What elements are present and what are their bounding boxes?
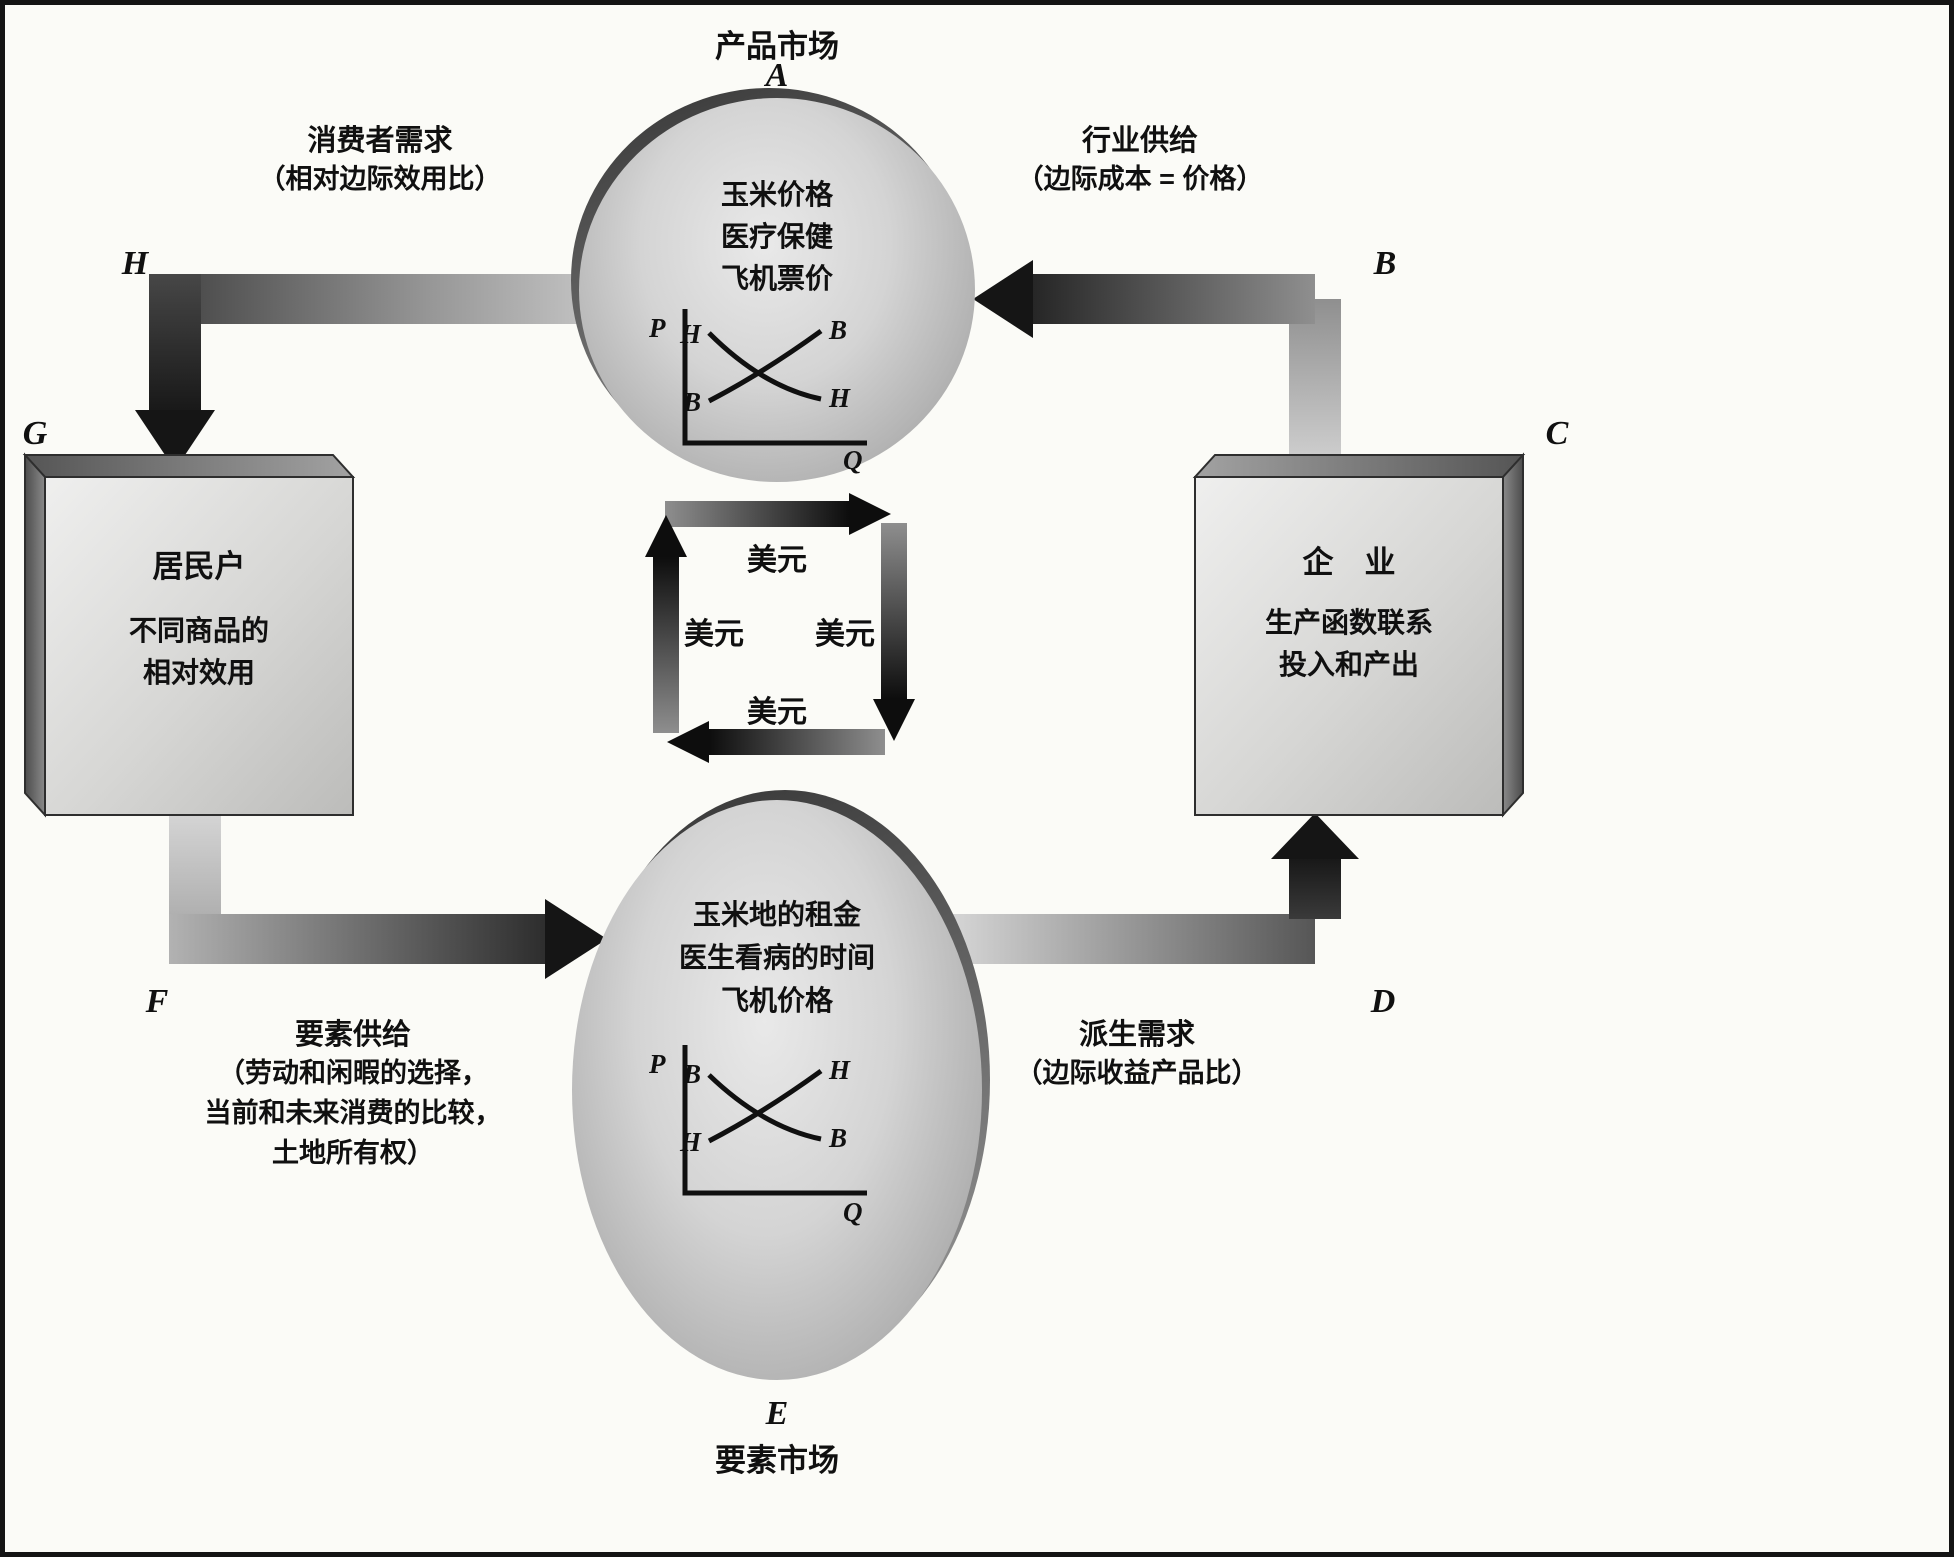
- arrowhead-right-icon: [849, 493, 891, 535]
- curve-label: H: [828, 383, 851, 413]
- money-label-top: 美元: [747, 544, 807, 577]
- arrow-industry-supply: [973, 260, 1341, 485]
- money-label-bottom: 美元: [747, 696, 807, 729]
- firms-box: [1192, 452, 1526, 818]
- arrow-factor-supply: [169, 805, 607, 979]
- curve-label: B: [828, 315, 847, 345]
- box-front-face: [44, 476, 354, 816]
- quantity-axis-label: Q: [843, 1197, 863, 1227]
- arrow-shaft: [169, 914, 549, 964]
- graph-axes: [682, 1045, 867, 1196]
- arrowhead-up-icon: [1271, 813, 1359, 859]
- factor-supply-subtitle: （劳动和闲暇的选择，: [218, 1058, 488, 1088]
- households-line: 不同商品的: [128, 615, 270, 646]
- money-arrow-shaft: [653, 557, 679, 733]
- arrow-derived-demand: [945, 813, 1359, 964]
- curve-label: H: [828, 1055, 851, 1085]
- money-arrow-shaft: [665, 501, 849, 527]
- factor-market-item: 飞机价格: [720, 985, 834, 1016]
- households-title: 居民户: [152, 549, 246, 584]
- consumer-demand-subtitle: （相对边际效用比）: [258, 164, 502, 194]
- product-market-circle: [579, 98, 975, 482]
- money-arrow-shaft: [881, 523, 907, 699]
- node-letter-f: F: [145, 983, 169, 1020]
- arrowhead-down-icon: [135, 410, 215, 470]
- box-side-face: [24, 452, 46, 818]
- arrowhead-right-icon: [545, 899, 607, 979]
- node-letter-a: A: [765, 57, 789, 94]
- price-axis-label: P: [648, 313, 666, 343]
- supply-curve: [707, 1068, 823, 1144]
- box-top-face: [1192, 454, 1526, 478]
- arrowhead-up-icon: [645, 515, 687, 557]
- supply-curve: [707, 328, 823, 404]
- money-arrow-shaft: [709, 729, 885, 755]
- industry-supply-title: 行业供给: [1081, 125, 1199, 157]
- factor-supply-subtitle: 当前和未来消费的比较，: [204, 1098, 502, 1128]
- product-market-title: 产品市场: [715, 29, 839, 64]
- box-side-face: [1502, 452, 1524, 818]
- demand-curve: [707, 331, 822, 402]
- graph-axes: [682, 309, 867, 446]
- factor-supply-subtitle: 土地所有权）: [272, 1138, 434, 1168]
- price-axis-label: P: [648, 1049, 666, 1079]
- node-letter-b: B: [1373, 245, 1397, 282]
- quantity-axis-label: Q: [843, 445, 863, 475]
- node-letter-d: D: [1370, 983, 1396, 1020]
- node-letter-g: G: [22, 415, 48, 452]
- money-flow-loop: [645, 493, 915, 763]
- arrowhead-down-icon: [873, 699, 915, 741]
- product-market-item: 飞机票价: [720, 263, 834, 294]
- curve-label: H: [679, 319, 702, 349]
- money-label-left: 美元: [684, 618, 744, 651]
- consumer-demand-title: 消费者需求: [307, 125, 453, 157]
- arrowhead-left-icon: [667, 721, 709, 763]
- households-line: 相对效用: [142, 657, 256, 688]
- product-market-supply-demand-graph: P H B B H Q: [648, 309, 867, 475]
- households-box: [22, 452, 356, 818]
- factor-market-title: 要素市场: [715, 1443, 839, 1478]
- money-label-right: 美元: [815, 618, 875, 651]
- arrow-shaft: [945, 914, 1315, 964]
- factor-market-circle: [572, 800, 982, 1380]
- derived-demand-subtitle: （边际收益产品比）: [1015, 1058, 1259, 1088]
- box-top-face: [22, 454, 356, 478]
- demand-curve: [707, 1073, 822, 1142]
- product-market-item: 玉米价格: [720, 179, 834, 210]
- factor-market-item: 玉米地的租金: [692, 899, 862, 930]
- arrow-shaft: [1289, 855, 1341, 919]
- firms-line: 投入和产出: [1278, 649, 1420, 680]
- curve-label: B: [682, 387, 701, 417]
- arrow-shaft: [149, 274, 201, 412]
- curve-label: B: [682, 1059, 701, 1089]
- industry-supply-subtitle: （边际成本 = 价格）: [1016, 164, 1264, 194]
- box-front-face: [1194, 476, 1504, 816]
- curve-label: B: [828, 1123, 847, 1153]
- factor-market-item: 医生看病的时间: [678, 942, 876, 973]
- curve-label: H: [679, 1127, 702, 1157]
- node-letter-e: E: [765, 1395, 789, 1432]
- arrow-shaft: [1033, 274, 1315, 324]
- firms-title: 企 业: [1302, 545, 1396, 580]
- node-letter-c: C: [1545, 415, 1569, 452]
- product-market-item: 医疗保健: [720, 221, 834, 252]
- arrowhead-left-icon: [973, 260, 1033, 338]
- node-letter-h: H: [121, 245, 149, 282]
- firms-line: 生产函数联系: [1264, 607, 1434, 638]
- factor-supply-title: 要素供给: [294, 1019, 412, 1051]
- derived-demand-title: 派生需求: [1078, 1019, 1196, 1051]
- factor-market-supply-demand-graph: P B H H B Q: [648, 1045, 867, 1227]
- arrow-shaft: [169, 805, 221, 931]
